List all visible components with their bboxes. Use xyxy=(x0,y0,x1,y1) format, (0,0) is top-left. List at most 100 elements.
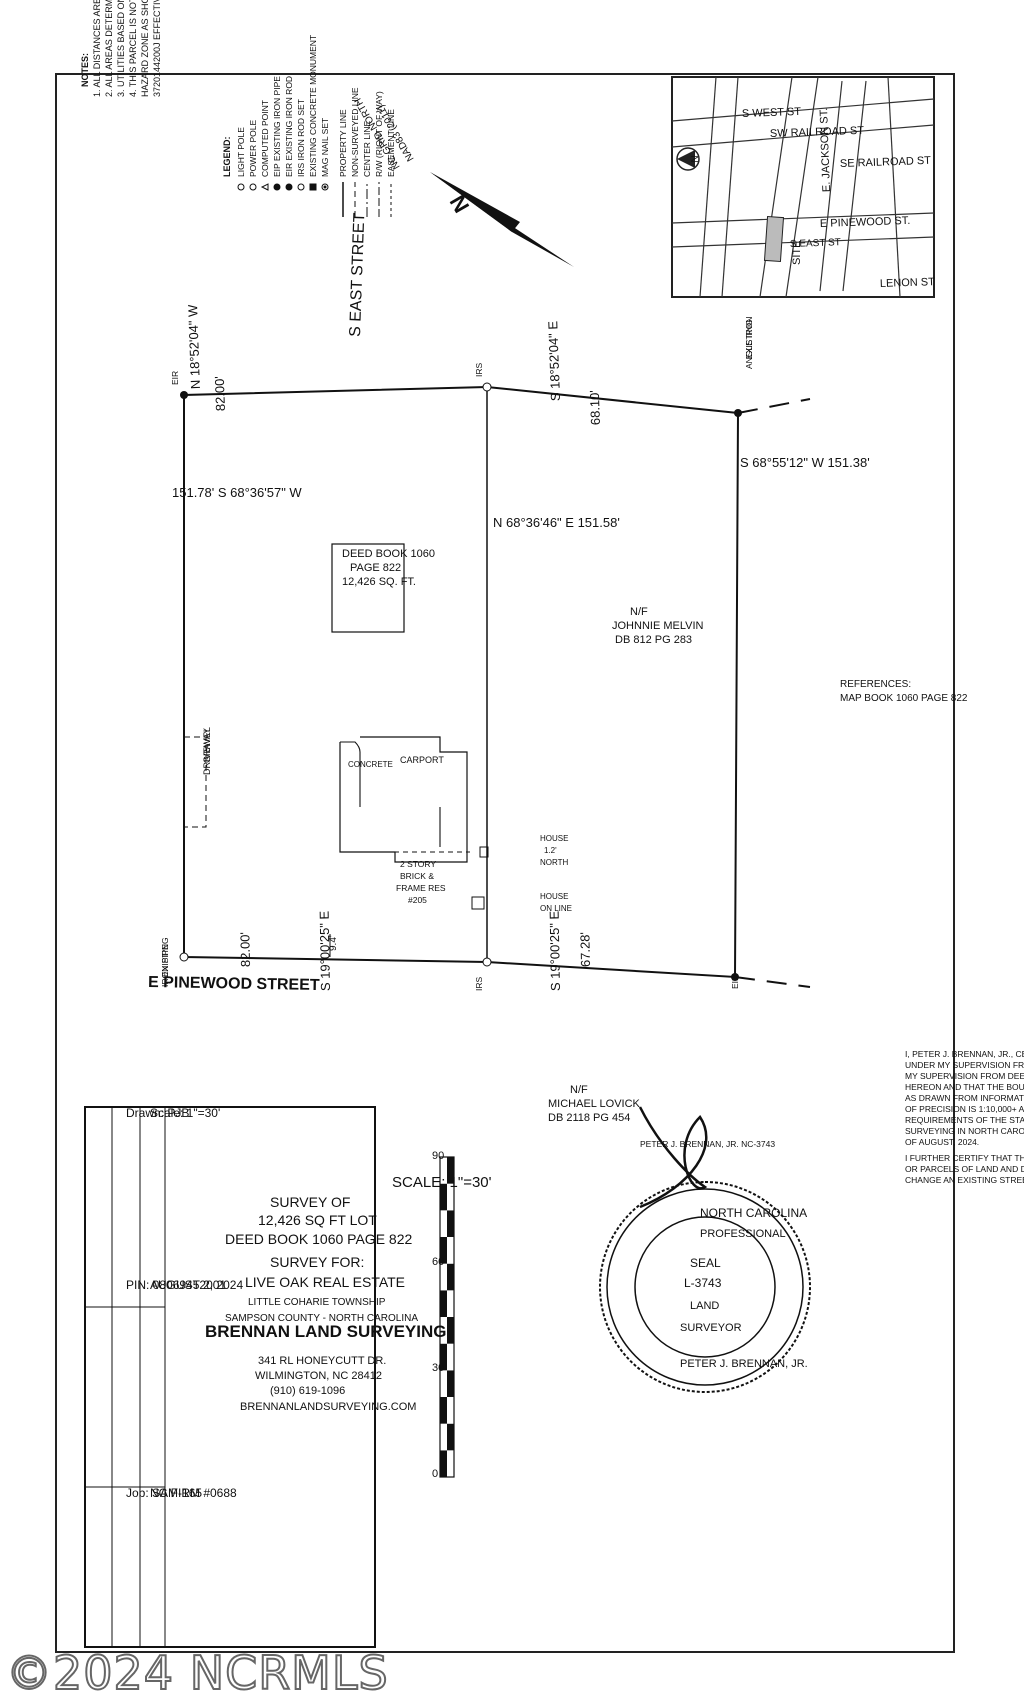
legend: LEGEND: LIGHT POLE POWER POLE COMPUTED P… xyxy=(222,35,396,217)
site-label: SITE xyxy=(791,241,803,265)
cert-p1-5: AS DRAWN FROM INFORMATION SHOWN HEREON; … xyxy=(905,1093,1024,1103)
deed-box-line3: 12,426 SQ. FT. xyxy=(342,576,416,588)
adjoiner2-name: MICHAEL LOVICK xyxy=(548,1098,641,1110)
legend-item-eip: EIP EXISTING IRON PIPE xyxy=(272,76,282,177)
tb-scale: Scale: 1"=30' xyxy=(150,1106,220,1120)
bearing-middle: N 68°36'46" E 151.58' xyxy=(493,515,620,530)
seal-ring-top: NORTH CAROLINA xyxy=(700,1206,807,1220)
tb-lot: 12,426 SQ FT LOT xyxy=(258,1212,377,1228)
scale-bar-cell xyxy=(447,1263,454,1291)
scale-bar-cell xyxy=(440,1423,447,1451)
tb-survey-of: SURVEY OF xyxy=(270,1194,350,1210)
gravel-label-1: GRAVEL xyxy=(202,727,212,763)
legend-item-eir: EIR EXISTING IRON ROD xyxy=(284,76,294,177)
tb-firm: BRENNAN LAND SURVEYING xyxy=(205,1322,447,1341)
watermark: ©2024 NCRMLS xyxy=(5,1645,389,1701)
tb-job: Job: SAM-165 xyxy=(126,1486,202,1500)
tb-drawn: Drawn: PJB xyxy=(126,1106,189,1120)
distance-top-left: 82.00' xyxy=(212,376,228,412)
cert-p1-3: MY SUPERVISION FROM DEED AND MAP REFEREN… xyxy=(905,1071,1024,1081)
scale-bar-cell xyxy=(447,1423,454,1451)
legend-item-power-pole: POWER POLE xyxy=(248,120,258,177)
scale-bar-cell xyxy=(440,1183,447,1211)
tb-survey-for: SURVEY FOR: xyxy=(270,1254,364,1270)
street-e-pinewood-st: E PINEWOOD ST. xyxy=(820,215,911,230)
scale-bar-cell xyxy=(447,1210,454,1237)
point-label-pipe-2: IRON PIPE xyxy=(160,944,170,987)
house-label-1: 2 STORY xyxy=(400,859,436,869)
bearing-bottom-right: S 19°00'25" E xyxy=(547,910,563,991)
street-s-east-st: S EAST ST xyxy=(790,237,841,250)
tb-deed: DEED BOOK 1060 PAGE 822 xyxy=(225,1231,412,1247)
legend-item-computed-point: COMPUTED POINT xyxy=(260,100,270,177)
note-line-2: 2. ALL AREAS DETERMINED BY COORDINATE CO… xyxy=(104,0,114,97)
distance-bottom-right: 67.28' xyxy=(577,932,593,967)
scale-bar-cell xyxy=(447,1370,454,1397)
legend-item-light-pole: LIGHT POLE xyxy=(236,127,246,177)
deed-box-line2: PAGE 822 xyxy=(350,562,401,574)
point-angle-iron xyxy=(734,409,742,417)
references-title: REFERENCES: xyxy=(840,679,911,690)
street-s-west-st: S WEST ST xyxy=(742,106,802,120)
house-north-2: 1.2' xyxy=(544,846,557,855)
cert-p2-2: OR PARCELS OF LAND AND DOES NOT CREATE A… xyxy=(905,1164,1024,1174)
cert-p1-8: SURVEYING IN NORTH CAROLINA (21 NCAC 56.… xyxy=(905,1126,1024,1136)
legend-item-non-surveyed-line: NON-SURVEYED LINE xyxy=(350,87,360,177)
sheet-border xyxy=(55,73,955,1653)
point-label-eir-br: EIR xyxy=(730,975,740,989)
tb-date: AUGUST 2, 2024 xyxy=(150,1278,243,1292)
legend-item-concrete-monument: EXISTING CONCRETE MONUMENT xyxy=(308,35,318,177)
street-s-east-street: S EAST STREET xyxy=(347,212,368,337)
title-block: SURVEY OF 12,426 SQ FT LOT DEED BOOK 106… xyxy=(84,1106,447,1648)
gravel-driveway-outline xyxy=(183,736,207,828)
cert-signer: PETER J. BRENNAN, JR. NC-3743 xyxy=(640,1139,775,1149)
point-irs-bottom xyxy=(482,957,492,967)
point-label-angle-iron-1: EXISTING xyxy=(744,319,754,359)
adjoiner1-nf: N/F xyxy=(630,606,648,618)
carport-label: CARPORT xyxy=(400,755,444,765)
legend-item-property-line: PROPERTY LINE xyxy=(338,109,348,177)
street-e-jackson-st: E. JACKSON ST. xyxy=(818,108,833,193)
tb-phone: (910) 619-1096 xyxy=(270,1385,345,1397)
house-north-3: NORTH xyxy=(540,858,569,867)
notes-title: NOTES: xyxy=(80,53,90,87)
scale-bar-cell xyxy=(440,1396,447,1424)
adjoiner2-nf: N/F xyxy=(570,1084,588,1096)
house-label-4: #205 xyxy=(408,895,427,905)
point-label-irs-bottom: IRS xyxy=(474,977,484,992)
scale-bar-cell xyxy=(447,1396,454,1424)
scale-bar-cell xyxy=(440,1290,447,1317)
legend-item-irs: IRS IRON ROD SET xyxy=(296,99,306,177)
tb-addr1: 341 RL HONEYCUTT DR. xyxy=(258,1355,386,1367)
seal-center-2: L-3743 xyxy=(684,1276,722,1290)
tb-township: LITTLE COHARIE TOWNSHIP xyxy=(248,1297,386,1308)
carport-outline xyxy=(340,741,441,847)
cert-p1-1: I, PETER J. BRENNAN, JR., CERTIFY THAT T… xyxy=(905,1049,1024,1059)
scale-bar-cell xyxy=(440,1236,447,1264)
scale-bar-cell xyxy=(440,1370,447,1397)
distance-bottom-left: 82.00' xyxy=(237,932,253,967)
legend-item-center-line: CENTER LINE xyxy=(362,120,372,177)
legend-item-mag-nail: MAG NAIL SET xyxy=(320,118,330,177)
references-map-book: MAP BOOK 1060 PAGE 822 xyxy=(840,693,968,704)
house-label-2: BRICK & xyxy=(400,871,434,881)
house-on-line-2: ON LINE xyxy=(540,904,572,913)
house-north-1: HOUSE xyxy=(540,834,568,843)
adjoiner2-deed: DB 2118 PG 454 xyxy=(548,1112,630,1124)
cert-p2-1: I FURTHER CERTIFY THAT THIS SURVEY IS OF… xyxy=(905,1153,1024,1163)
scale-bar-cell xyxy=(440,1210,447,1237)
cert-p1-2: UNDER MY SUPERVISION FROM AN ACTUAL SURV… xyxy=(905,1060,1024,1070)
cert-p1-6: OF PRECISION IS 1:10,000+ AND THAT THIS … xyxy=(905,1104,1024,1114)
scale-tick-90: 90 xyxy=(432,1150,444,1162)
legend-title: LEGEND: xyxy=(222,136,232,177)
vicinity-map: N S WEST ST SW RAILROAD ST SE RAILROAD S… xyxy=(671,76,935,298)
note-line-4: 4. THIS PARCEL IS NOT LOCATED IN A FEMA … xyxy=(128,0,138,97)
note-line-3: 3. UTILITIES BASED ON ABOVE GROUND FACIL… xyxy=(116,0,126,97)
note-line-6: 3720144200J EFFECTIVE DATE 1/5/2007. xyxy=(152,0,162,97)
surveyor-seal: NORTH CAROLINA PROFESSIONAL SEAL L-3743 … xyxy=(599,1181,811,1393)
scale-bar-cell xyxy=(447,1157,454,1184)
scale-tick-30: 30 xyxy=(432,1362,444,1374)
seal-center-3: LAND xyxy=(690,1300,719,1312)
seal-ring-bottom: PETER J. BRENNAN, JR. xyxy=(680,1358,808,1370)
